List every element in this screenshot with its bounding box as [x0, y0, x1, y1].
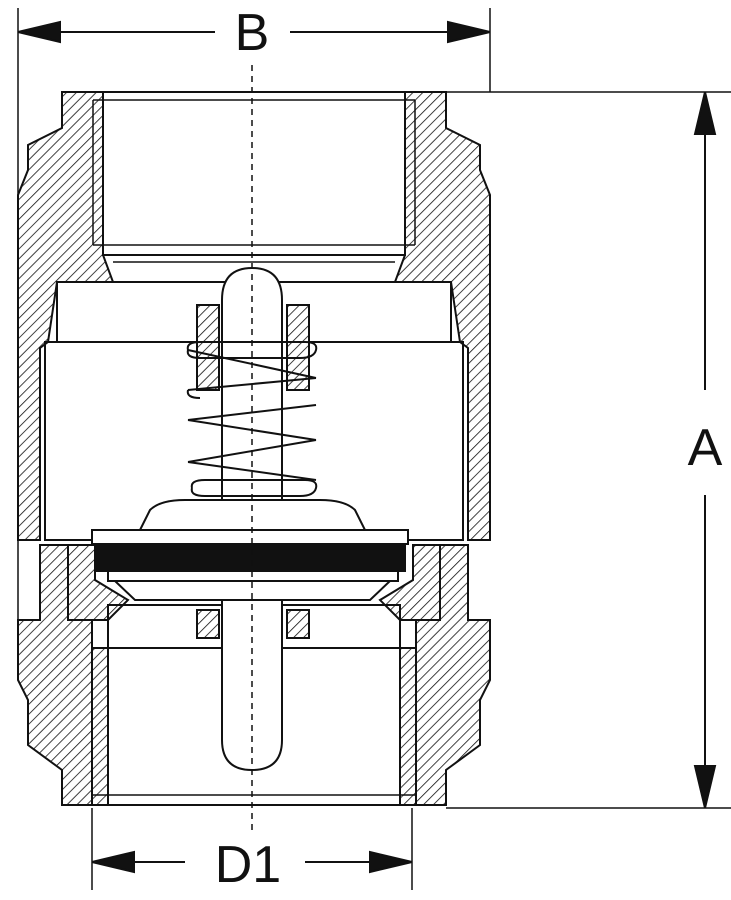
a-arrow-bottom	[693, 765, 717, 809]
lower-thread-left	[91, 647, 109, 806]
b-arrow-right	[447, 20, 491, 44]
a-arrow-top	[693, 91, 717, 135]
dimension-d1	[91, 808, 413, 890]
dimension-d1-label: D1	[215, 836, 281, 894]
disc-lower-plate	[107, 570, 399, 582]
dimension-a	[446, 91, 731, 809]
dimension-b	[17, 8, 491, 620]
valve-body	[17, 91, 491, 806]
dimension-b-label: B	[235, 4, 270, 62]
guide-bushing-right	[286, 304, 310, 391]
disc-skirt	[112, 580, 393, 601]
valve-seat-right	[378, 544, 441, 621]
lower-thread-right	[399, 647, 417, 806]
body-right-upper-wall	[393, 91, 491, 541]
lower-bushing-left	[196, 609, 220, 639]
upper-bore	[102, 91, 406, 256]
disc-plate	[91, 529, 409, 545]
lower-bushing-right	[286, 609, 310, 639]
d1-arrow-right	[369, 850, 413, 874]
valve-disc	[91, 499, 409, 601]
b-arrow-left	[17, 20, 61, 44]
body-left-upper-wall	[17, 91, 115, 541]
d1-arrow-left	[91, 850, 135, 874]
disc-seal	[94, 544, 406, 572]
dimension-a-label: A	[688, 419, 723, 477]
guide-bushing-left	[196, 304, 220, 391]
disc-dome	[138, 499, 367, 531]
